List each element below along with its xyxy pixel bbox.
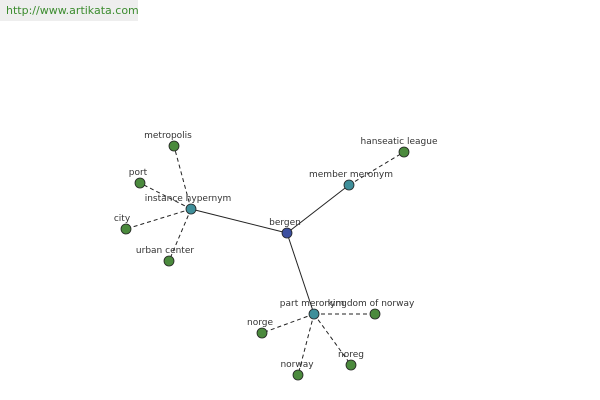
edge-instance-hypernym-metropolis	[173, 145, 192, 210]
graph-edges	[125, 145, 405, 376]
edge-instance-hypernym-city	[125, 208, 192, 230]
term-node-port[interactable]	[134, 177, 146, 189]
edge-part-meronym-norge	[261, 313, 315, 334]
term-node-metropolis[interactable]	[168, 140, 180, 152]
relation-node-member-meronym[interactable]	[343, 179, 355, 191]
edge-bergen-instance-hypernym	[190, 208, 288, 234]
relation-label-part-meronym: part meronym	[280, 299, 344, 309]
graph-nodes	[120, 140, 410, 381]
term-node-city[interactable]	[120, 223, 132, 235]
term-label-port: port	[129, 168, 148, 178]
term-label-norway: norway	[280, 360, 314, 370]
term-node-noreg[interactable]	[345, 359, 357, 371]
term-label-metropolis: metropolis	[144, 131, 192, 141]
term-label-noreg: noreg	[338, 350, 364, 360]
site-url[interactable]: http://www.artikata.com	[0, 0, 139, 21]
center-label-bergen: bergen	[269, 218, 301, 228]
term-label-urban-center: urban center	[136, 246, 194, 256]
relation-label-member-meronym: member meronym	[309, 170, 393, 180]
term-node-urban-center[interactable]	[163, 255, 175, 267]
term-node-kingdom-of-norway[interactable]	[369, 308, 381, 320]
graph-labels: instance hypernym metropolis port city urban…	[114, 131, 438, 370]
edge-member-meronym-hanseatic-league	[348, 151, 405, 186]
term-label-city: city	[114, 214, 131, 224]
term-label-hanseatic-league: hanseatic league	[360, 137, 437, 147]
relation-node-part-meronym[interactable]	[308, 308, 320, 320]
edge-part-meronym-noreg	[313, 313, 352, 366]
relation-label-instance-hypernym: instance hypernym	[145, 194, 232, 204]
relation-node-instance-hypernym[interactable]	[185, 203, 197, 215]
term-node-norway[interactable]	[292, 369, 304, 381]
term-label-kingdom-of-norway: kingdom of norway	[328, 299, 415, 309]
term-label-norge: norge	[247, 318, 273, 328]
center-node-bergen[interactable]	[281, 227, 293, 239]
edge-bergen-part-meronym	[286, 232, 315, 315]
edge-instance-hypernym-urban-center	[168, 208, 192, 262]
edge-bergen-member-meronym	[286, 184, 350, 234]
term-node-hanseatic-league[interactable]	[398, 146, 410, 158]
edge-part-meronym-norway	[297, 313, 315, 376]
term-node-norge[interactable]	[256, 327, 268, 339]
edge-instance-hypernym-port	[139, 182, 192, 210]
